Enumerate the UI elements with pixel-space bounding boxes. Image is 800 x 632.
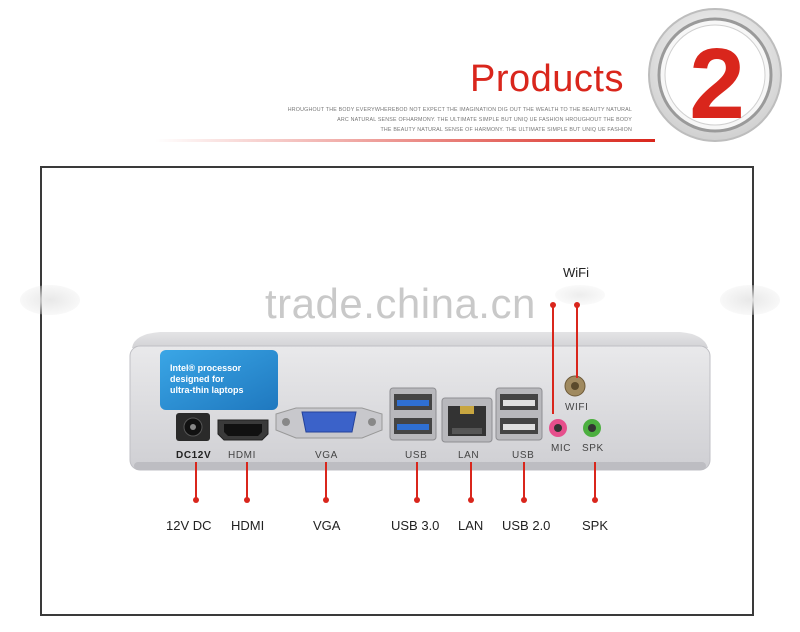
leader-line-usb2 xyxy=(523,462,525,500)
right-glow xyxy=(720,285,780,315)
lan-port xyxy=(441,397,493,443)
intel-sticker: Intel® processor designed for ultra-thin… xyxy=(160,350,278,410)
leader-dot-mic xyxy=(550,302,556,308)
callout-dc: 12V DC xyxy=(166,518,212,533)
callout-usb3: USB 3.0 xyxy=(391,518,440,533)
port-label-usb3: USB xyxy=(405,450,428,461)
hdmi-port xyxy=(217,419,269,441)
port-label-spk: SPK xyxy=(582,443,604,454)
spk-jack xyxy=(583,419,601,437)
leader-line-lan xyxy=(470,462,472,500)
tagline-line-3: THE BEAUTY NATURAL SENSE OF HARMONY. THE… xyxy=(380,127,632,133)
mini-pc-device: Intel® processor designed for ultra-thin… xyxy=(129,332,711,471)
leader-line-usb3 xyxy=(416,462,418,500)
leader-dot-vga xyxy=(323,497,329,503)
mic-jack xyxy=(549,419,567,437)
badge-number: 2 xyxy=(689,28,745,140)
leader-line-vga xyxy=(325,462,327,500)
watermark-text: trade.china.cn xyxy=(265,280,536,327)
leader-dot-usb3 xyxy=(414,497,420,503)
sticker-line-1: Intel® processor xyxy=(170,363,242,373)
port-label-lan: LAN xyxy=(458,450,480,461)
port-label-hdmi: HDMI xyxy=(228,450,256,461)
leader-line-hdmi xyxy=(246,462,248,500)
port-label-mic: MIC xyxy=(551,443,572,454)
port-label-dc: DC12V xyxy=(176,450,212,461)
sticker-line-2: designed for xyxy=(170,374,225,384)
port-label-vga: VGA xyxy=(315,450,338,461)
leader-line-dc xyxy=(195,462,197,500)
header-accent-bar xyxy=(155,139,655,142)
left-glow xyxy=(20,285,80,315)
tagline-line-1: HROUGHOUT THE BODY EVERYWHEREBOD NOT EXP… xyxy=(287,107,632,113)
leader-dot-dc xyxy=(193,497,199,503)
products-title: Products xyxy=(470,58,624,100)
dc-jack-port xyxy=(176,413,210,441)
leader-line-wifi xyxy=(576,306,578,378)
port-label-wifi: WIFI xyxy=(565,402,589,413)
callout-vga: VGA xyxy=(313,518,341,533)
callout-hdmi: HDMI xyxy=(231,518,265,533)
vga-port xyxy=(275,407,383,439)
leader-dot-lan xyxy=(468,497,474,503)
section-number-badge: 2 xyxy=(648,8,782,142)
leader-dot-hdmi xyxy=(244,497,250,503)
usb3-port-stack xyxy=(389,387,437,441)
leader-dot-wifi xyxy=(574,302,580,308)
wifi-antenna-mount xyxy=(564,375,586,397)
callout-wifi: WiFi xyxy=(563,265,589,280)
leader-line-mic xyxy=(552,306,554,414)
center-glow xyxy=(555,285,605,305)
callout-usb2: USB 2.0 xyxy=(502,518,551,533)
tagline-line-2: ARC NATURAL SENSE OFHARMONY. THE ULTIMAT… xyxy=(337,117,632,123)
port-label-usb2: USB xyxy=(512,450,535,461)
leader-dot-spk xyxy=(592,497,598,503)
sticker-line-3: ultra-thin laptops xyxy=(170,385,244,395)
callout-lan: LAN xyxy=(458,518,484,533)
leader-line-spk xyxy=(594,462,596,500)
leader-dot-usb2 xyxy=(521,497,527,503)
callout-spk: SPK xyxy=(582,518,609,533)
usb2-port-stack xyxy=(495,387,543,441)
